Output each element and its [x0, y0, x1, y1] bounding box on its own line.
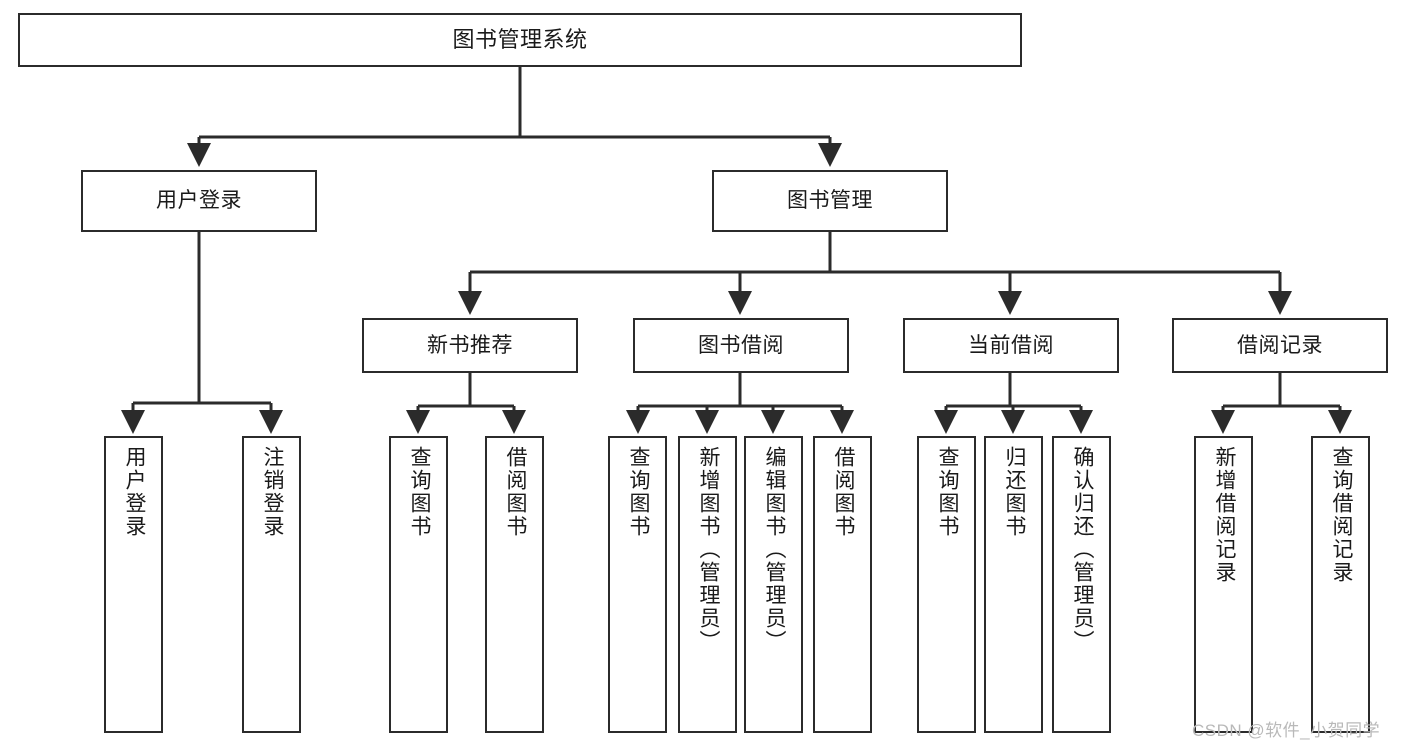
node-label: 编辑图书（管理员） — [762, 446, 786, 653]
node-label: 借阅图书 — [831, 446, 855, 538]
node-label: 查询借阅记录 — [1329, 446, 1353, 584]
node-label: 借阅图书 — [503, 446, 527, 538]
node-leaf-add-record[interactable]: 新增借阅记录 — [1194, 436, 1253, 733]
node-leaf-query-book-3[interactable]: 查询图书 — [917, 436, 976, 733]
node-leaf-edit-book[interactable]: 编辑图书（管理员） — [744, 436, 803, 733]
node-leaf-query-book-1[interactable]: 查询图书 — [389, 436, 448, 733]
node-label: 确认归还（管理员） — [1070, 446, 1094, 653]
node-leaf-query-record[interactable]: 查询借阅记录 — [1311, 436, 1370, 733]
node-label: 查询图书 — [935, 446, 959, 538]
node-leaf-add-book[interactable]: 新增图书（管理员） — [678, 436, 737, 733]
node-label: 查询图书 — [626, 446, 650, 538]
node-leaf-borrow-book-2[interactable]: 借阅图书 — [813, 436, 872, 733]
node-new-book-recommend[interactable]: 新书推荐 — [362, 318, 578, 373]
node-label: 新增图书（管理员） — [696, 446, 720, 653]
node-leaf-user-login[interactable]: 用户登录 — [104, 436, 163, 733]
node-book-management[interactable]: 图书管理 — [712, 170, 948, 232]
node-leaf-query-book-2[interactable]: 查询图书 — [608, 436, 667, 733]
node-label: 图书管理系统 — [452, 26, 588, 52]
node-label: 图书借阅 — [698, 333, 784, 357]
watermark-text: CSDN @软件_小贺同学 — [1192, 721, 1381, 740]
node-label: 归还图书 — [1002, 446, 1026, 538]
node-leaf-logout[interactable]: 注销登录 — [242, 436, 301, 733]
node-label: 用户登录 — [122, 446, 146, 538]
node-label: 用户登录 — [156, 189, 242, 213]
node-book-borrow[interactable]: 图书借阅 — [633, 318, 849, 373]
node-borrow-record[interactable]: 借阅记录 — [1172, 318, 1388, 373]
node-root-system[interactable]: 图书管理系统 — [18, 13, 1022, 67]
node-label: 图书管理 — [787, 189, 873, 213]
node-leaf-return-book[interactable]: 归还图书 — [984, 436, 1043, 733]
node-label: 查询图书 — [407, 446, 431, 538]
node-label: 当前借阅 — [968, 333, 1054, 357]
node-label: 借阅记录 — [1237, 333, 1323, 357]
node-label: 新书推荐 — [427, 333, 513, 357]
node-user-login[interactable]: 用户登录 — [81, 170, 317, 232]
node-leaf-borrow-book-1[interactable]: 借阅图书 — [485, 436, 544, 733]
node-leaf-confirm-return[interactable]: 确认归还（管理员） — [1052, 436, 1111, 733]
node-label: 注销登录 — [260, 446, 284, 538]
node-current-borrow[interactable]: 当前借阅 — [903, 318, 1119, 373]
node-label: 新增借阅记录 — [1212, 446, 1236, 584]
